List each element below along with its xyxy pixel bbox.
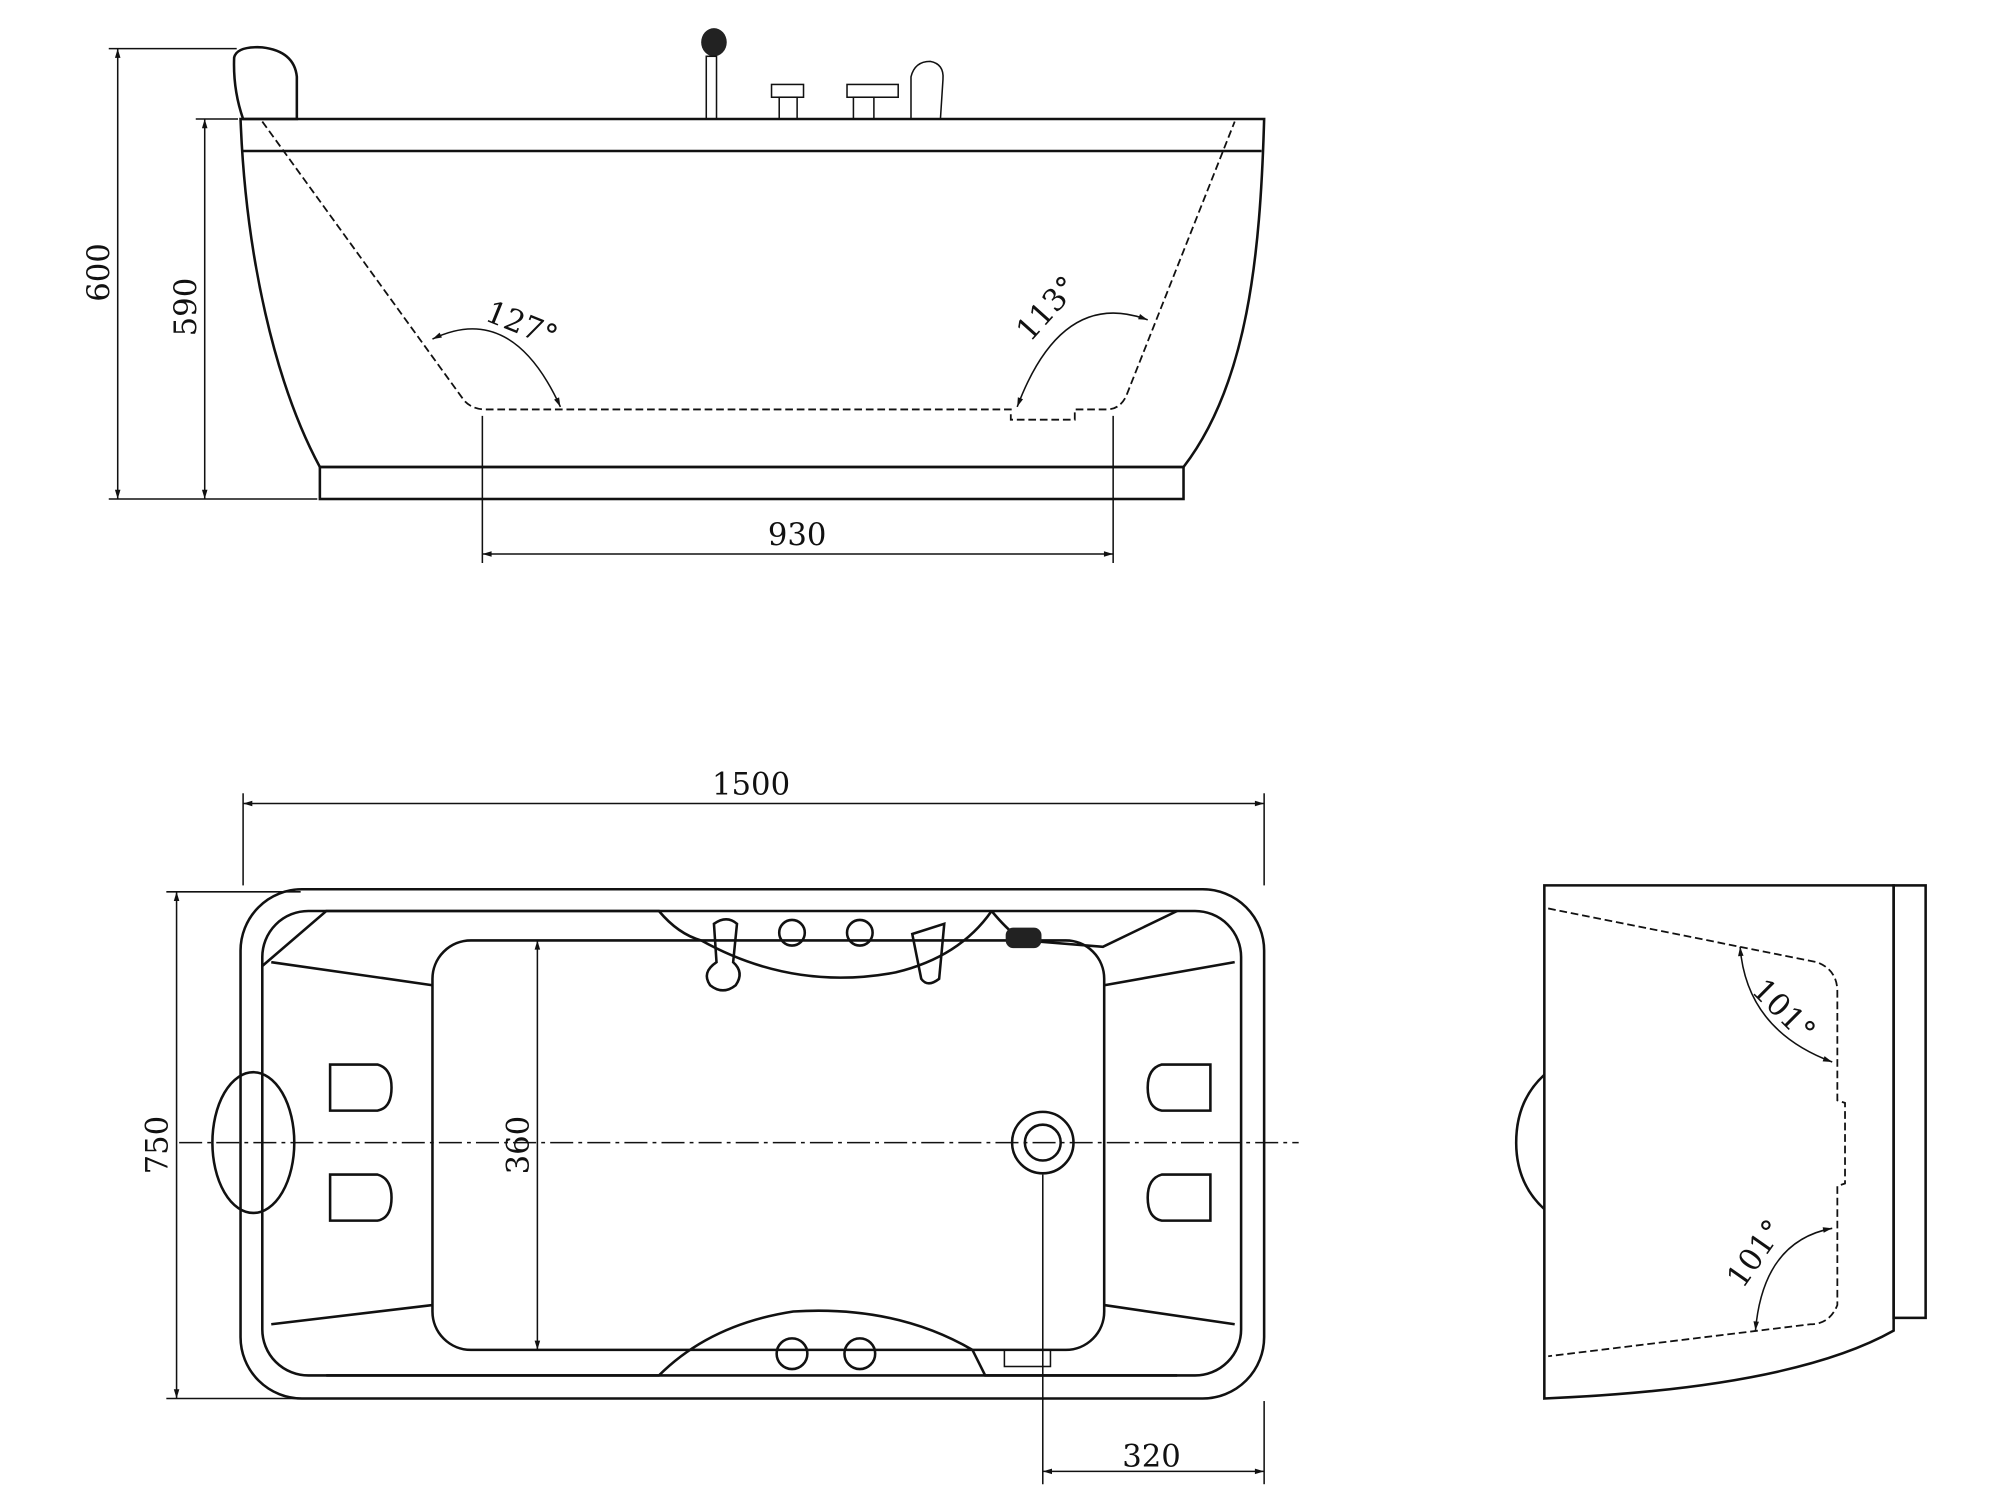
angle-label-right: 113° xyxy=(1010,270,1085,348)
faucet-set xyxy=(701,28,944,120)
mixer-valve-left xyxy=(770,83,805,99)
mixer-valve-left-body xyxy=(778,96,798,120)
headrest-pillow xyxy=(211,1070,296,1215)
corner-slopes xyxy=(271,960,1235,1326)
hand-shower-handle xyxy=(705,55,718,120)
hand-shower-plan xyxy=(705,918,741,992)
tub-base xyxy=(318,465,1185,501)
end-rim xyxy=(1892,884,1927,1320)
mixer-valve-right xyxy=(846,83,899,99)
jet xyxy=(1146,1173,1212,1222)
jet xyxy=(328,1063,393,1112)
headrest xyxy=(232,45,299,121)
faucet-ledge xyxy=(700,910,993,979)
valve-plan xyxy=(777,918,807,947)
angle-arc-top xyxy=(1738,946,1833,1063)
control-button xyxy=(775,1337,809,1371)
dim-label-930: 930 xyxy=(768,518,827,553)
dim-label-590: 590 xyxy=(169,278,204,337)
inner-profile xyxy=(261,121,1236,421)
angle-arc-bottom xyxy=(1753,1227,1833,1331)
side-view: 127° 113° 600 590 930 xyxy=(82,28,1266,563)
end-view: 101° 101° xyxy=(1514,884,1927,1400)
mixer-valve-right-body xyxy=(852,96,875,120)
jet xyxy=(1146,1063,1212,1112)
tub-body-outline xyxy=(239,117,1266,469)
control-button xyxy=(843,1337,877,1371)
end-headrest xyxy=(1514,1073,1546,1211)
end-body xyxy=(1543,884,1895,1400)
spout-plan xyxy=(910,921,946,985)
dim-label-320: 320 xyxy=(1122,1439,1181,1474)
angle-label-left: 127° xyxy=(481,295,563,355)
dim-label-600: 600 xyxy=(82,243,117,302)
hand-shower-head xyxy=(701,28,727,57)
angle-arc-left xyxy=(432,328,562,408)
end-inner-profile xyxy=(1548,907,1846,1358)
overflow-plate xyxy=(1003,1349,1052,1368)
dim-label-750: 750 xyxy=(141,1116,176,1175)
drain-inner xyxy=(1023,1123,1062,1162)
dim-label-1500: 1500 xyxy=(712,768,790,803)
jets xyxy=(328,1063,1212,1222)
valve-plan xyxy=(845,918,874,947)
plan-view: 1500 750 360 320 xyxy=(141,768,1299,1485)
dim-label-360: 360 xyxy=(501,1116,536,1175)
outer-rim xyxy=(239,887,1266,1400)
angle-arc-right xyxy=(1016,312,1148,408)
angle-label-top: 101° xyxy=(1745,973,1822,1050)
overflow-cap xyxy=(1005,927,1042,949)
drain xyxy=(1010,1110,1075,1175)
angle-label-bottom: 101° xyxy=(1721,1214,1792,1295)
basin-floor xyxy=(431,939,1106,1352)
spout xyxy=(910,60,944,120)
jet xyxy=(328,1173,393,1222)
front-ledge xyxy=(326,1309,1178,1377)
